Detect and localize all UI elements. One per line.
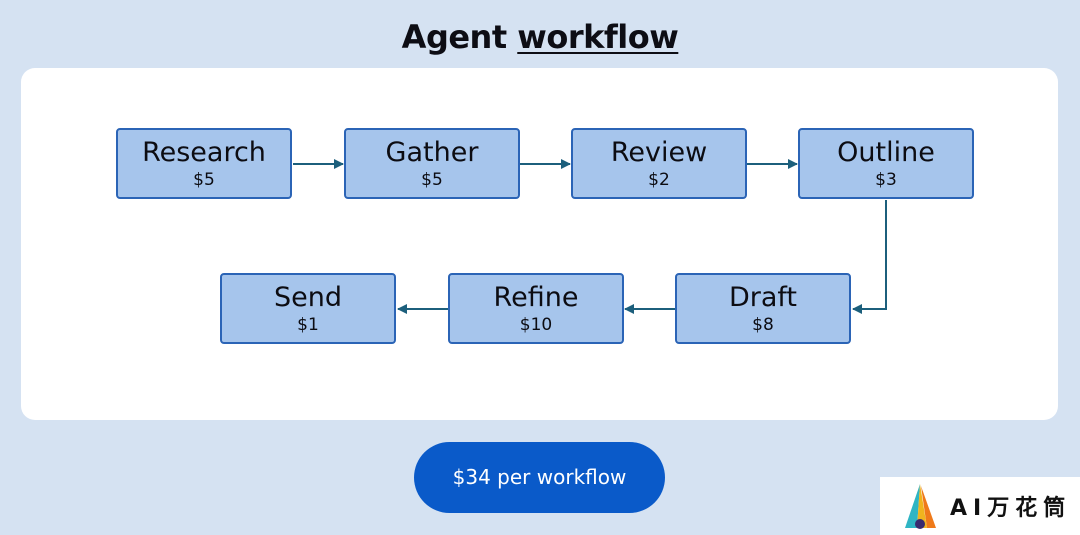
step-label: Review	[610, 137, 708, 168]
title-prefix: Agent	[401, 18, 507, 56]
watermark-text: AI万花筒	[950, 496, 1072, 521]
step-label: Refine	[493, 282, 579, 313]
step-cost: $3	[875, 170, 897, 190]
step-cost: $1	[297, 315, 319, 335]
step-review: Review $2	[571, 128, 747, 199]
step-cost: $5	[421, 170, 443, 190]
title-emphasis: workflow	[517, 18, 679, 56]
step-label: Outline	[837, 137, 935, 168]
step-label: Gather	[385, 137, 479, 168]
arrow-outline-draft	[852, 200, 887, 314]
total-cost-badge: $34 per workflow	[414, 442, 665, 513]
kaleidoscope-logo-icon	[905, 484, 936, 529]
step-label: Research	[142, 137, 266, 168]
step-cost: $2	[648, 170, 670, 190]
step-outline: Outline $3	[798, 128, 974, 199]
step-gather: Gather $5	[344, 128, 520, 199]
step-cost: $5	[193, 170, 215, 190]
step-label: Send	[273, 282, 342, 313]
step-cost: $10	[519, 315, 553, 335]
step-research: Research $5	[116, 128, 292, 199]
step-cost: $8	[752, 315, 774, 335]
step-send: Send $1	[220, 273, 396, 344]
step-refine: Refine $10	[448, 273, 624, 344]
step-draft: Draft $8	[675, 273, 851, 344]
watermark: AI万花筒	[880, 477, 1080, 535]
page-title: Agent workflow	[0, 18, 1080, 56]
step-label: Draft	[728, 282, 798, 313]
